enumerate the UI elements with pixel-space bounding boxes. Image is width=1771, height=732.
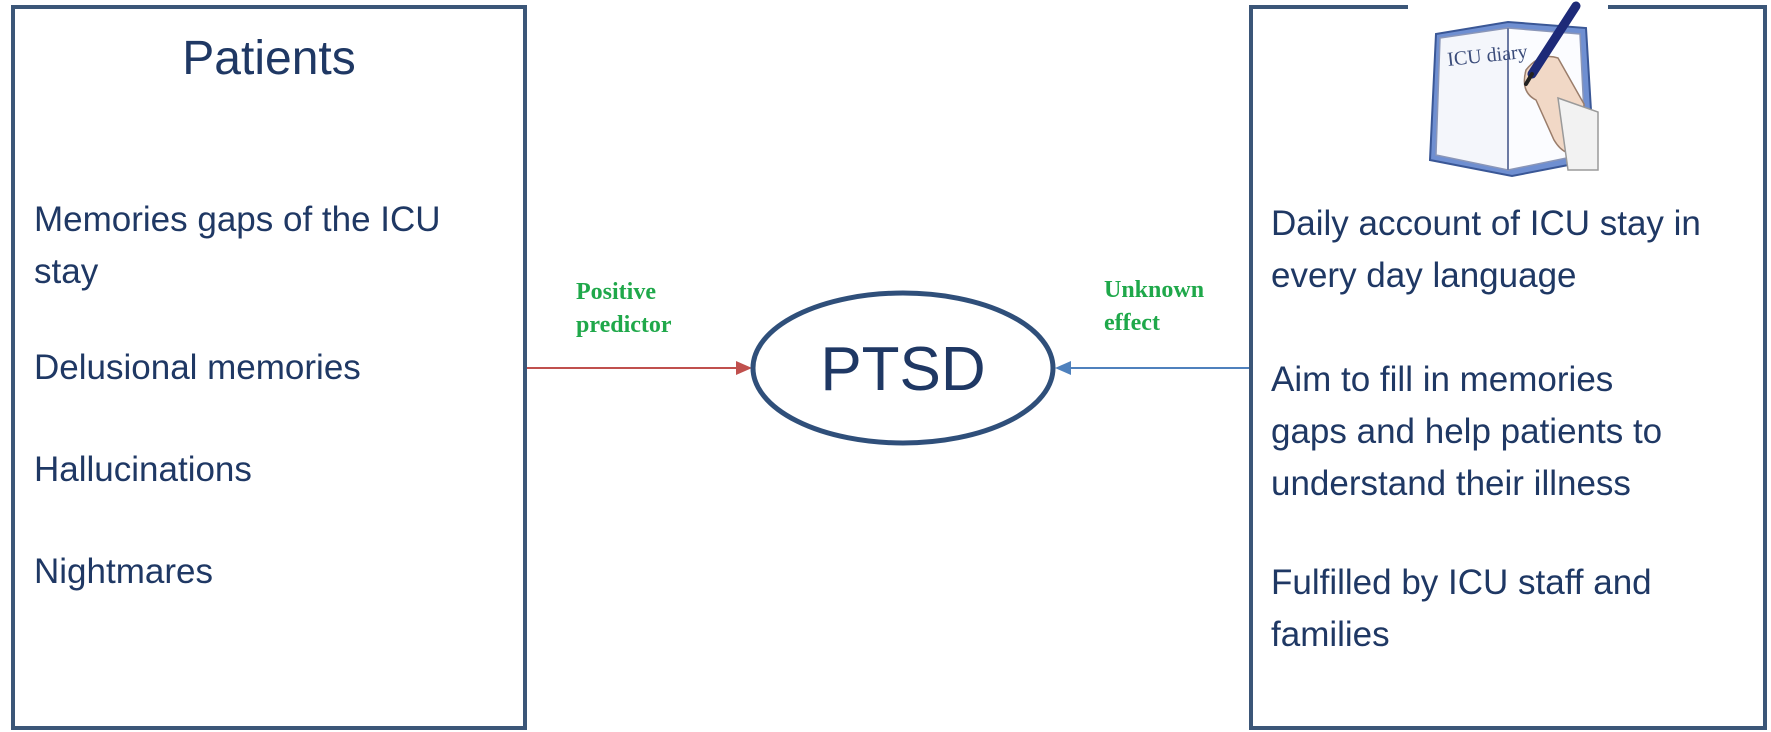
diary-item-fulfilled-line2: families: [1271, 615, 1390, 654]
positive-predictor-line2: predictor: [576, 312, 672, 338]
unknown-effect-line1: Unknown: [1104, 277, 1205, 303]
patients-item-delusional: Delusional memories: [34, 348, 361, 387]
diary-item-daily-account: Daily account of ICU stay in every day l…: [1271, 198, 1701, 302]
positive-predictor-label: Positive predictor: [576, 276, 672, 342]
diary-item-fulfilled: Fulfilled by ICU staff and families: [1271, 557, 1652, 661]
unknown-effect-label: Unknown effect: [1104, 274, 1204, 340]
positive-predictor-line1: Positive: [576, 279, 656, 305]
diary-item-aim-line1: Aim to fill in memories: [1271, 360, 1614, 399]
patients-item-hallucinations: Hallucinations: [34, 450, 252, 489]
diary-item-daily-account-line2: every day language: [1271, 256, 1577, 295]
diary-item-aim: Aim to fill in memories gaps and help pa…: [1271, 354, 1662, 510]
diary-illustration: ICU diary: [1408, 0, 1608, 190]
left-arrowhead: [736, 361, 752, 375]
pen-icon: [1527, 1, 1581, 79]
patients-title: Patients: [182, 32, 356, 85]
patients-item-memory-gaps-line1: Memories gaps of the ICU: [34, 200, 441, 239]
unknown-effect-line2: effect: [1104, 310, 1160, 336]
diary-item-aim-line3: understand their illness: [1271, 464, 1631, 503]
patients-item-memory-gaps: Memories gaps of the ICU stay: [34, 194, 441, 298]
patients-item-nightmares: Nightmares: [34, 552, 213, 591]
diary-item-daily-account-line1: Daily account of ICU stay in: [1271, 204, 1701, 243]
patients-box: Patients Memories gaps of the ICU stay D…: [11, 5, 527, 730]
pen-tip: [1524, 72, 1534, 86]
diary-item-aim-line2: gaps and help patients to: [1271, 412, 1663, 451]
right-arrowhead: [1055, 361, 1071, 375]
diary-item-fulfilled-line1: Fulfilled by ICU staff and: [1271, 563, 1652, 602]
patients-item-memory-gaps-line2: stay: [34, 252, 99, 291]
ptsd-label: PTSD: [820, 335, 986, 404]
sleeve: [1557, 96, 1599, 171]
